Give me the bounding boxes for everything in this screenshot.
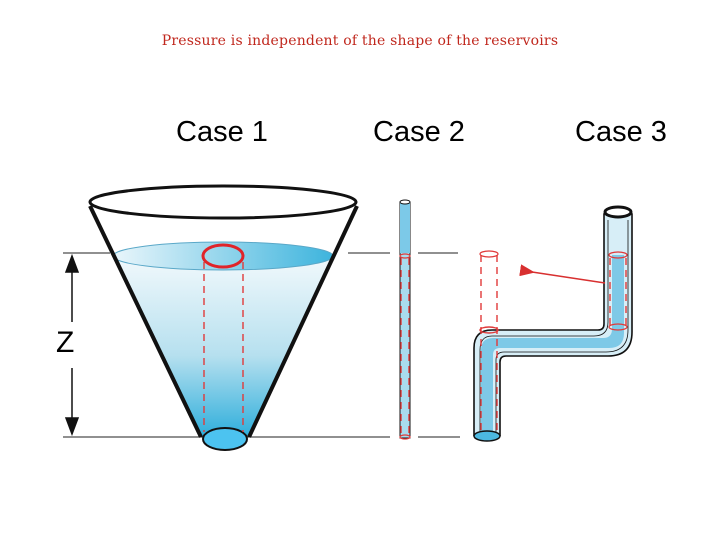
narrow-tube-icon xyxy=(399,199,411,440)
height-z-label: Z xyxy=(56,326,75,359)
height-arrow-icon xyxy=(64,253,80,437)
case-3-label: Case 3 xyxy=(575,116,667,148)
case-1-label: Case 1 xyxy=(176,116,268,148)
bent-pipe-icon xyxy=(473,205,633,442)
level-guide-lines xyxy=(63,252,460,438)
case-2-label: Case 2 xyxy=(373,116,465,148)
funnel-reservoir-icon xyxy=(88,184,359,451)
page-title: Pressure is independent of the shape of … xyxy=(161,33,559,49)
